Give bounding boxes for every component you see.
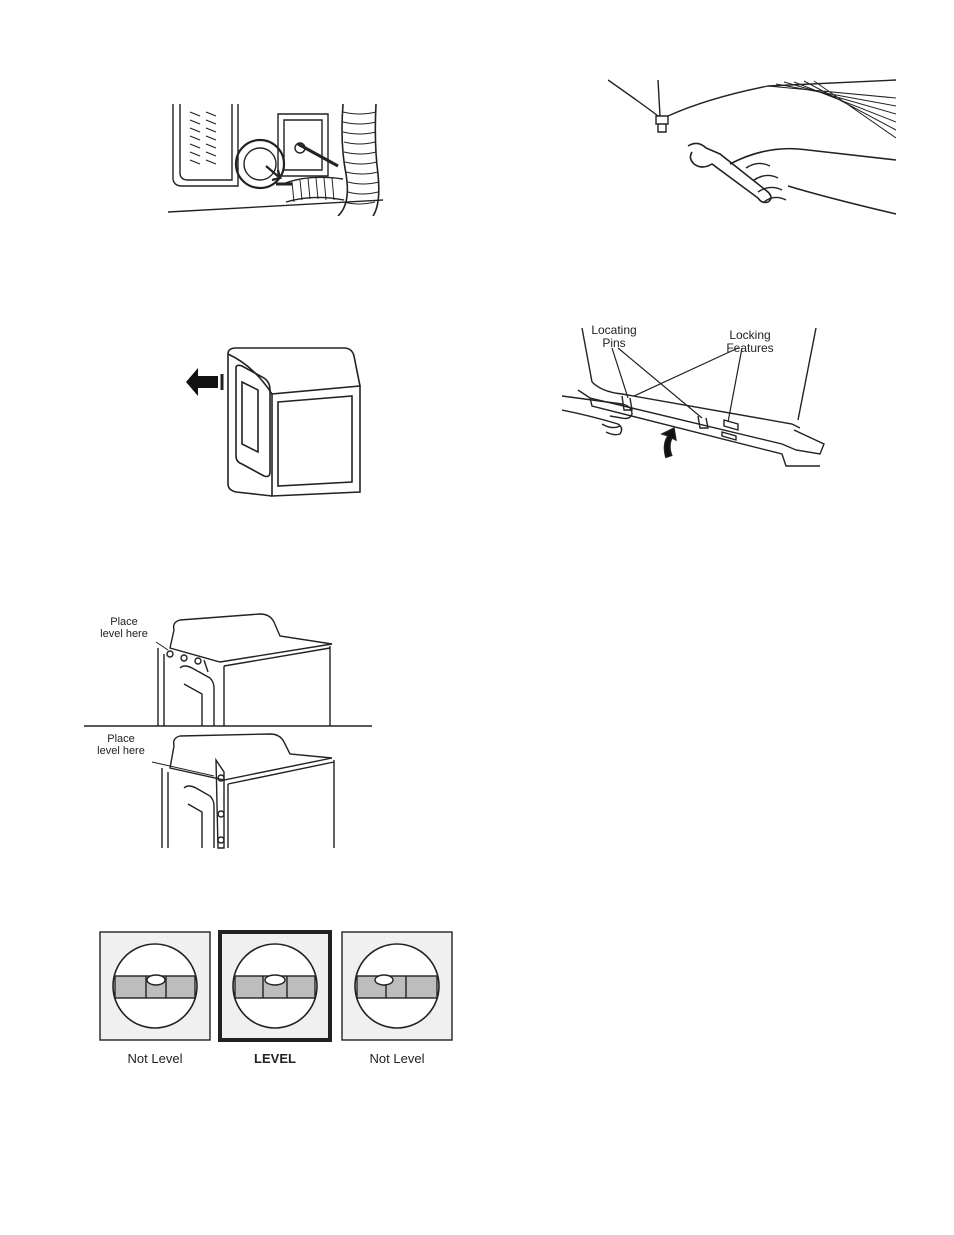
level-callout-top-line1: Place bbox=[110, 616, 138, 628]
bubble-caption-level: LEVEL bbox=[254, 1051, 296, 1066]
bubble-level-panel-3 bbox=[340, 930, 454, 1042]
move-dryer-illustration bbox=[184, 344, 364, 498]
locking-features-label-line1: Locking bbox=[729, 328, 770, 342]
base-locating-pins-illustration: Locating Pins Locking Features bbox=[562, 320, 826, 470]
locking-features-label-line2: Features bbox=[726, 341, 773, 355]
bubble-level-panel-2 bbox=[218, 930, 332, 1042]
level-callout-top-line2: level here bbox=[100, 628, 148, 640]
level-placement-illustration: Place level here Place level here bbox=[84, 608, 374, 850]
level-callout-bottom-line2: level here bbox=[97, 745, 145, 757]
bubble-caption-not-level-left: Not Level bbox=[127, 1051, 183, 1066]
locating-pins-label-line2: Pins bbox=[602, 336, 625, 350]
bubble-caption-not-level-right: Not Level bbox=[369, 1051, 425, 1066]
vent-connection-illustration bbox=[168, 104, 383, 216]
locating-pins-label-line1: Locating bbox=[591, 323, 636, 337]
leg-adjust-wrench-illustration bbox=[608, 78, 896, 218]
bubble-level-panel-1 bbox=[98, 930, 212, 1042]
level-callout-bottom-line1: Place bbox=[107, 733, 135, 745]
